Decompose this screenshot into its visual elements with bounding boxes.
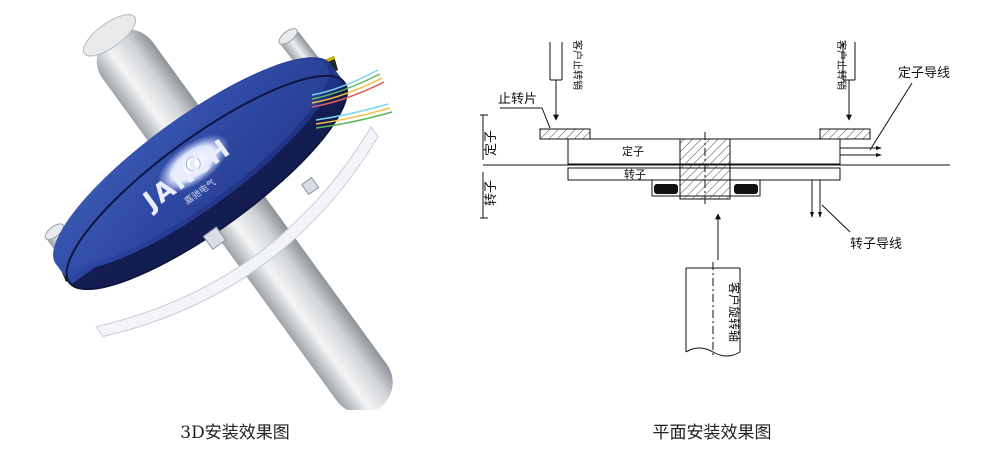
rotor-flange-3d: [95, 126, 379, 338]
rotor-wire-label: 转子导线: [850, 237, 902, 252]
customer-stop-pin-label-left: 客户止转销: [571, 40, 584, 90]
customer-shaft-label: 客户旋转轴: [727, 282, 742, 342]
left-stop-tab: [539, 128, 591, 140]
right-screw: [734, 184, 758, 194]
rotor-side-label: 转子: [484, 180, 499, 206]
customer-rotating-shaft: [685, 262, 741, 357]
right-customer-stop-pin: [842, 42, 856, 121]
left-customer-stop-pin: [549, 42, 563, 121]
stator-wires-3d: [311, 69, 393, 129]
stator-wire-label: 定子导线: [898, 66, 950, 81]
plan-drawing: 客户止转销 客户止转销 定子导线 止转片 定子 转子 定子 转子: [480, 40, 950, 357]
stator-wire-terminals: [840, 146, 882, 157]
rotor-wire-terminals: [810, 180, 822, 218]
caption-3d: 3D安装效果图: [180, 423, 290, 443]
stator-side-label: 定子: [484, 130, 499, 156]
customer-stop-pin-label-right: 客户止转销: [835, 40, 848, 90]
3d-rendering: JARCH 嘉驰电气: [44, 14, 393, 410]
left-screw: [654, 184, 678, 194]
caption-plan: 平面安装效果图: [652, 423, 772, 443]
slip-ring-body-3d: [53, 57, 348, 291]
stator-body-label: 定子: [622, 144, 644, 158]
stop-tab-label: 止转片: [498, 92, 537, 107]
right-stop-tab: [819, 128, 871, 140]
rotor-body-label: 转子: [624, 167, 646, 181]
